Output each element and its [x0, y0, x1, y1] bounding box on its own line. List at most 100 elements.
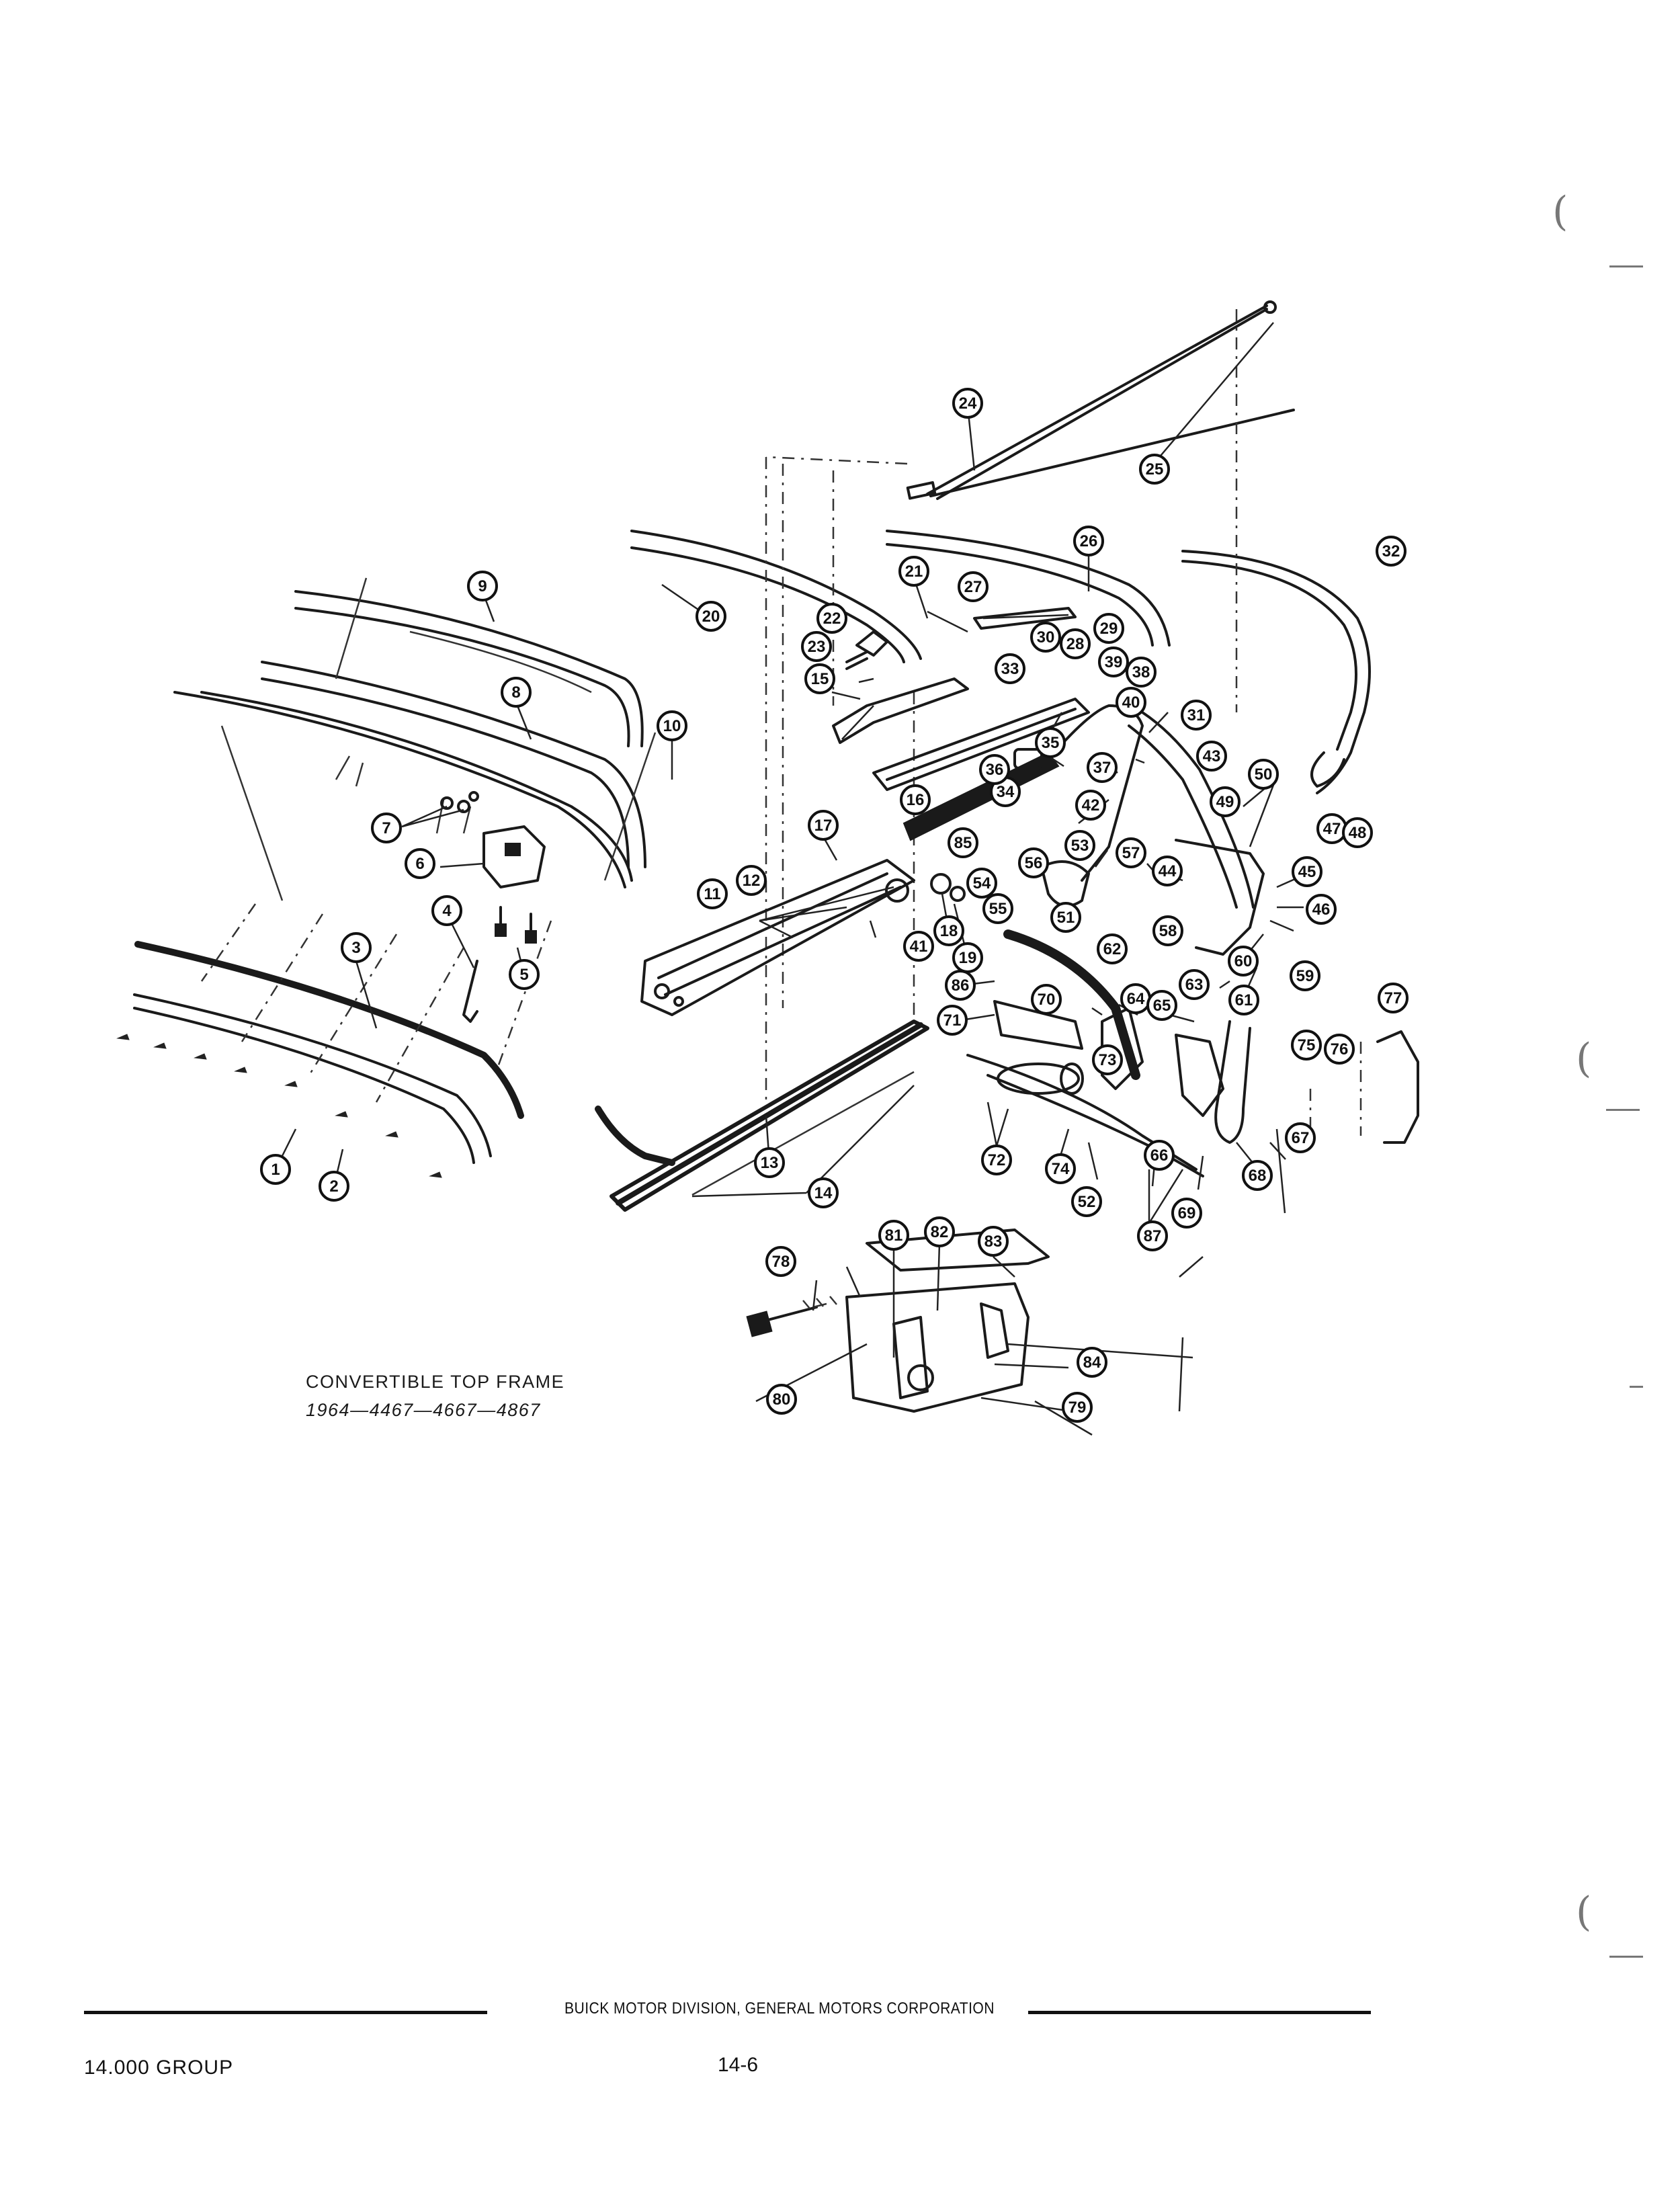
callout-ring: [1116, 687, 1146, 718]
callout-18: 18: [933, 915, 964, 946]
callout-ring: [808, 1177, 839, 1208]
callout-ring: [1324, 1034, 1355, 1065]
callout-ring: [1144, 1140, 1175, 1171]
callout-9: 9: [467, 571, 498, 601]
callout-number: 31: [1187, 706, 1206, 724]
callout-number: 29: [1100, 620, 1118, 638]
callout-20: 20: [696, 601, 726, 632]
callout-ring: [945, 970, 976, 1001]
callout-ring: [1018, 847, 1049, 878]
callout-ring: [657, 710, 687, 741]
callout-65: 65: [1146, 990, 1177, 1021]
callout-number: 76: [1331, 1040, 1349, 1058]
diagram-caption: CONVERTIBLE TOP FRAME 1964—4467—4667—486…: [306, 1368, 564, 1424]
callout-8: 8: [501, 677, 532, 708]
callout-ring: [1126, 657, 1157, 688]
margin-bracket-top: (: [1552, 188, 1568, 235]
callout-number: 8: [511, 683, 520, 702]
callout-5: 5: [509, 959, 540, 990]
callout-25: 25: [1139, 454, 1170, 485]
callout-60: 60: [1228, 946, 1259, 976]
callout-ring: [1097, 933, 1128, 964]
callout-36: 36: [979, 754, 1010, 785]
caption-models: 1964—4467—4667—4867: [306, 1400, 541, 1420]
callout-ring: [1378, 983, 1409, 1013]
callout-1: 1: [260, 1154, 291, 1185]
callout-52: 52: [1071, 1186, 1102, 1217]
callout-55: 55: [982, 893, 1013, 924]
callout-number: 82: [931, 1223, 949, 1241]
margin-dash-mid: [1606, 1109, 1640, 1111]
callout-number: 10: [663, 717, 681, 735]
callout-86: 86: [945, 970, 976, 1001]
callout-number: 34: [997, 783, 1015, 801]
callout-number: 7: [382, 819, 390, 837]
callout-87: 87: [1137, 1220, 1168, 1251]
callout-number: 59: [1296, 967, 1314, 985]
callout-38: 38: [1126, 657, 1157, 688]
callout-ring: [1376, 536, 1406, 567]
callout-82: 82: [924, 1216, 955, 1247]
callout-11: 11: [697, 878, 728, 909]
callout-number: 23: [808, 638, 826, 656]
callout-ring: [1092, 1044, 1123, 1075]
callout-ring: [979, 754, 1010, 785]
callout-ring: [371, 813, 402, 843]
callout-ring: [405, 848, 435, 879]
callout-48: 48: [1342, 817, 1373, 848]
callout-number: 54: [973, 874, 991, 892]
footer-rule-right: [1028, 2011, 1371, 2014]
callout-number: 64: [1127, 990, 1145, 1008]
callout-70: 70: [1031, 984, 1062, 1015]
callout-6: 6: [405, 848, 435, 879]
callout-ring: [816, 603, 847, 634]
callout-number: 12: [743, 872, 761, 890]
callout-ring: [966, 868, 997, 899]
callout-number: 26: [1080, 532, 1098, 550]
callout-62: 62: [1097, 933, 1128, 964]
callout-ring: [1035, 727, 1066, 758]
callout-ring: [697, 878, 728, 909]
callout-ring: [898, 556, 929, 587]
callout-ring: [260, 1154, 291, 1185]
callout-ring: [1152, 915, 1183, 946]
callout-16: 16: [900, 784, 931, 815]
callout-74: 74: [1045, 1153, 1076, 1184]
callout-ring: [754, 1147, 785, 1178]
callout-ring: [1030, 622, 1061, 653]
margin-dash-right: [1630, 1386, 1643, 1388]
callout-37: 37: [1087, 752, 1118, 783]
callout-number: 2: [329, 1177, 338, 1196]
callout-number: 60: [1234, 952, 1253, 970]
callout-ring: [933, 915, 964, 946]
callout-64: 64: [1120, 983, 1151, 1014]
callout-ring: [900, 784, 931, 815]
callout-57: 57: [1116, 837, 1146, 868]
callout-19: 19: [952, 942, 983, 973]
callout-number: 30: [1037, 628, 1055, 647]
callout-56: 56: [1018, 847, 1049, 878]
callout-23: 23: [801, 631, 832, 662]
callout-49: 49: [1210, 786, 1241, 817]
callout-number: 18: [940, 922, 958, 940]
callout-14: 14: [808, 1177, 839, 1208]
callout-7: 7: [371, 813, 402, 843]
callout-ring: [1073, 526, 1104, 556]
callout-number: 52: [1078, 1193, 1096, 1211]
callout-number: 58: [1159, 922, 1177, 940]
footer-page-number: 14-6: [718, 2054, 759, 2076]
callout-2: 2: [319, 1171, 349, 1202]
callout-ring: [319, 1171, 349, 1202]
callout-83: 83: [978, 1226, 1009, 1257]
callout-ring: [1291, 1030, 1322, 1061]
callout-ring: [1045, 1153, 1076, 1184]
callout-12: 12: [736, 865, 767, 896]
callout-number: 1: [271, 1161, 280, 1179]
callout-ring: [766, 1384, 797, 1415]
callout-number: 36: [986, 761, 1004, 779]
callout-ring: [1292, 856, 1322, 887]
callout-75: 75: [1291, 1030, 1322, 1061]
callout-67: 67: [1285, 1122, 1316, 1153]
callout-number: 55: [989, 900, 1007, 918]
callout-number: 46: [1312, 901, 1331, 919]
